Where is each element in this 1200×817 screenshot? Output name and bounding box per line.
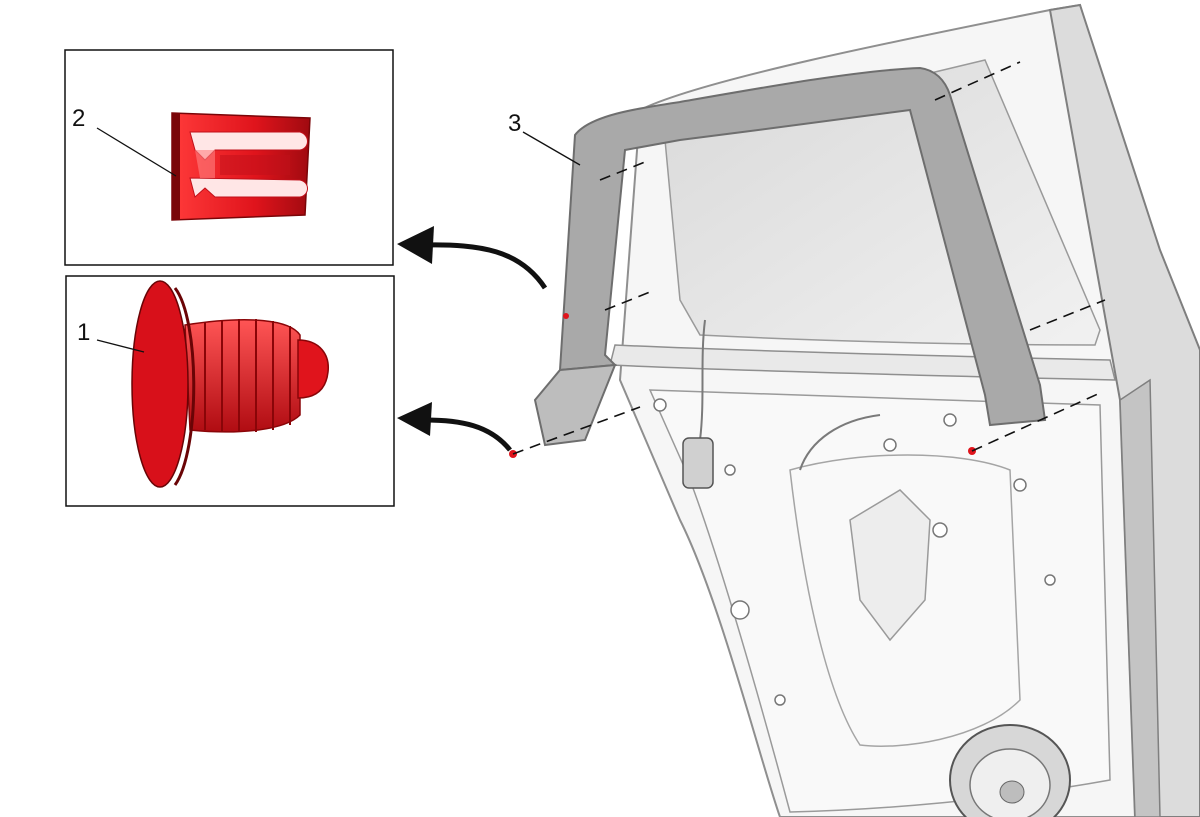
arrow-to-part-2 <box>397 226 548 290</box>
callout-leader-3 <box>522 131 581 166</box>
callout-number-3: 3 <box>508 110 521 137</box>
window-cable <box>699 319 881 471</box>
callout-group-3: 3 <box>508 110 581 166</box>
window-channel-seal <box>558 66 1047 427</box>
door-latch <box>682 437 714 489</box>
callout-box-2: 2 <box>64 49 394 266</box>
inner-panel-cutout <box>789 454 1021 747</box>
callout-leader-2 <box>96 127 177 177</box>
push-pin-clip-illustration <box>131 280 329 488</box>
window-channel-seal-lower <box>533 363 617 447</box>
arrow-to-part-1 <box>397 402 512 452</box>
door-speaker <box>949 724 1071 817</box>
clip-location-pillar <box>563 313 569 319</box>
panel-holes <box>653 398 1056 706</box>
callout-number-2: 2 <box>72 105 85 132</box>
callout-leader-1 <box>96 339 145 353</box>
callout-number-1: 1 <box>77 319 90 346</box>
door-assembly <box>509 3 1200 817</box>
retainer-clip-illustration <box>171 112 311 221</box>
door-rear-edge-inner <box>1119 378 1161 817</box>
inner-panel-bracket <box>849 489 931 642</box>
callout-box-1: 1 <box>65 275 395 507</box>
installation-lines <box>512 61 1106 455</box>
